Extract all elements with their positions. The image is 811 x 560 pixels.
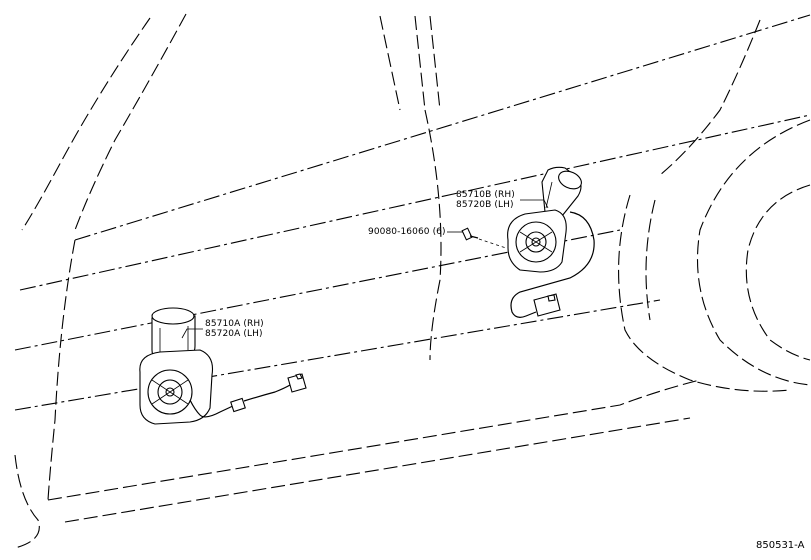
- screw-icon: [461, 227, 507, 249]
- motor-front-label: 85710A (RH) 85720A (LH): [205, 319, 264, 339]
- diagram-reference: 850531-A: [756, 540, 805, 551]
- motor-rear-number-lh: 85720B (LH): [456, 200, 514, 210]
- screw-number: 90080-16060 (6): [368, 227, 446, 237]
- screw-label: 90080-16060 (6): [368, 227, 446, 237]
- motor-rear-label: 85710B (RH) 85720B (LH): [456, 190, 515, 210]
- motor-front-number-lh: 85720A (LH): [205, 329, 263, 339]
- motor-front-number-rh: 85710A (RH): [205, 319, 264, 329]
- vehicle-body-outline: [14, 13, 811, 549]
- motor-front-icon: [139, 307, 307, 425]
- motor-rear-icon: [507, 166, 595, 318]
- leader-lines: [181, 199, 549, 339]
- motor-rear-number-rh: 85710B (RH): [456, 190, 515, 200]
